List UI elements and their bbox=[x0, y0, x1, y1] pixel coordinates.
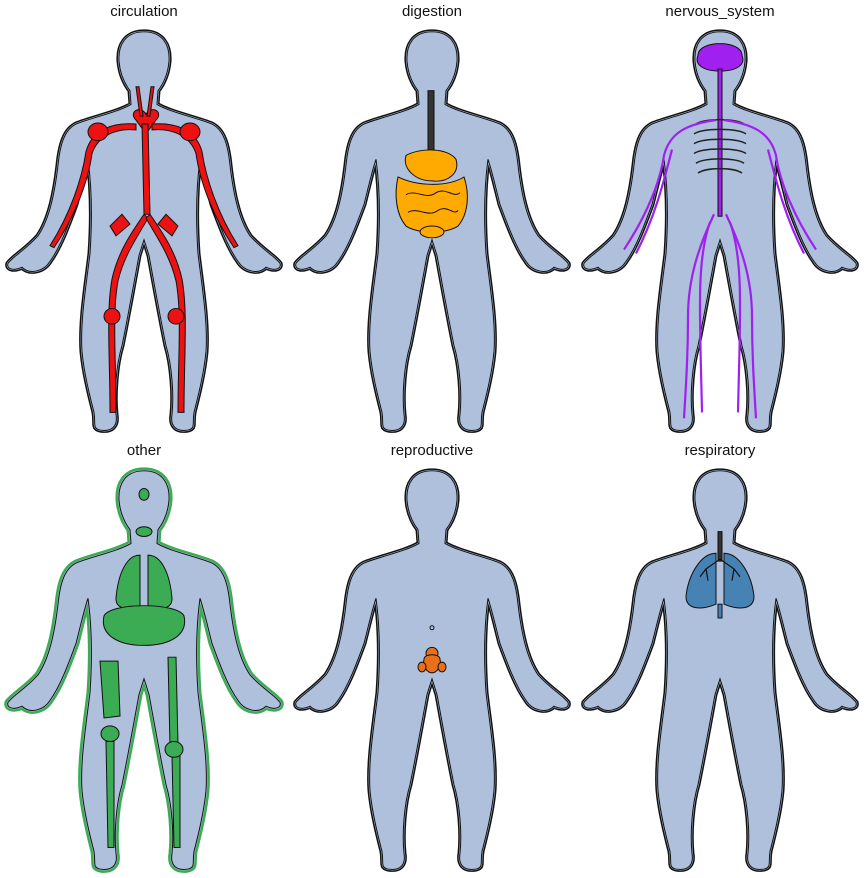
panel-title: circulation bbox=[0, 3, 288, 20]
right-knee-vessel bbox=[168, 308, 184, 324]
brain bbox=[697, 44, 743, 71]
diaphragm-stem bbox=[718, 604, 722, 618]
panel-other: other bbox=[0, 439, 288, 878]
body-silhouette bbox=[584, 471, 857, 870]
thyroid bbox=[136, 527, 152, 537]
liver-abdomen bbox=[103, 606, 184, 646]
body-figure bbox=[576, 461, 864, 873]
panel-title: reproductive bbox=[288, 442, 576, 459]
left-knee bbox=[101, 726, 119, 742]
body-figure bbox=[288, 461, 576, 873]
body-svg bbox=[0, 461, 288, 873]
right-testis bbox=[438, 662, 446, 672]
pituitary bbox=[139, 488, 149, 500]
body-figure bbox=[0, 461, 288, 873]
panel-nervous-system: nervous_system bbox=[576, 0, 864, 439]
colon-end bbox=[420, 226, 444, 238]
panel-title: respiratory bbox=[576, 442, 864, 459]
left-knee-vessel bbox=[104, 308, 120, 324]
body-svg bbox=[288, 461, 576, 873]
body-figure bbox=[576, 22, 864, 434]
prostate bbox=[424, 655, 441, 673]
trachea bbox=[718, 532, 722, 561]
intestines bbox=[396, 177, 467, 232]
left-shoulder-vessel bbox=[88, 123, 108, 141]
body-svg bbox=[0, 22, 288, 434]
body-figure bbox=[288, 22, 576, 434]
panel-circulation: circulation bbox=[0, 0, 288, 439]
right-shoulder-vessel bbox=[180, 123, 200, 141]
panel-title: digestion bbox=[288, 3, 576, 20]
right-knee bbox=[165, 742, 183, 758]
left-tibia bbox=[106, 742, 114, 848]
left-testis bbox=[418, 662, 426, 672]
right-tibia bbox=[172, 755, 180, 847]
body-silhouette bbox=[8, 32, 281, 431]
panel-respiratory: respiratory bbox=[576, 439, 864, 878]
esophagus bbox=[428, 91, 434, 160]
panel-title: other bbox=[0, 442, 288, 459]
panel-title: nervous_system bbox=[576, 3, 864, 20]
panel-digestion: digestion bbox=[288, 0, 576, 439]
panel-reproductive: reproductive bbox=[288, 439, 576, 878]
right-femur bbox=[168, 657, 178, 745]
aorta bbox=[142, 124, 150, 214]
body-svg bbox=[576, 461, 864, 873]
body-svg bbox=[288, 22, 576, 434]
spinal-cord bbox=[718, 69, 722, 216]
body-svg bbox=[576, 22, 864, 434]
left-femur-muscles bbox=[100, 661, 120, 718]
body-figure bbox=[0, 22, 288, 434]
